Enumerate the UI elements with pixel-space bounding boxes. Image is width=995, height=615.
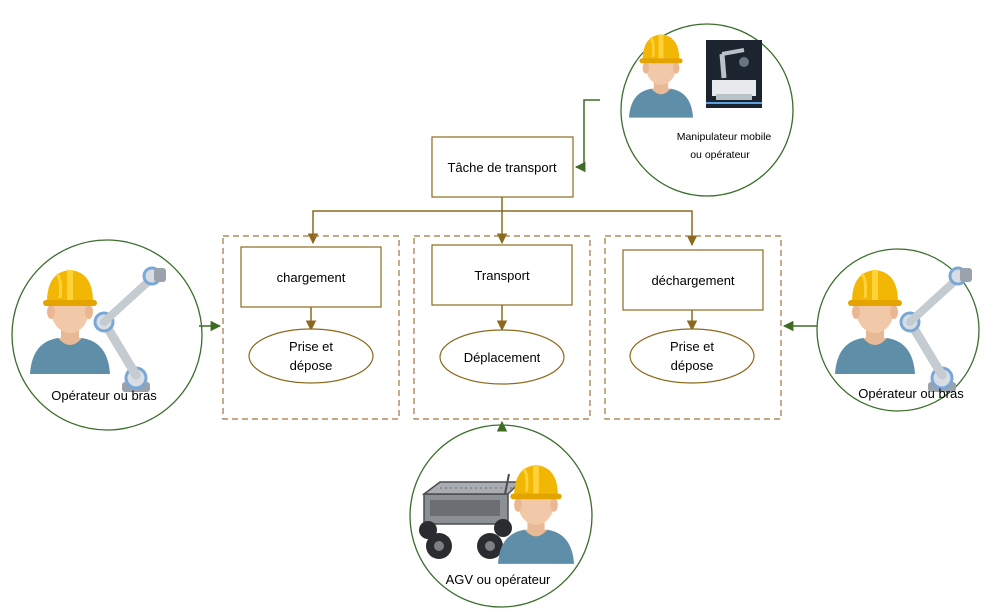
actor-right: Opérateur ou bras (816, 248, 980, 412)
connector-task-dechargement (502, 210, 698, 247)
phase-title-chargement: chargement (277, 270, 346, 285)
phase-box-chargement (240, 246, 382, 308)
task-label: Tâche de transport (447, 160, 557, 175)
actor-top-line2: ou opérateur (690, 149, 750, 161)
connector-top-actor (574, 99, 600, 173)
actor-bottom-label: AGV ou opérateur (446, 572, 551, 587)
actor-left: Opérateur ou bras (11, 239, 203, 431)
task-box (431, 136, 574, 198)
actor-right-label: Opérateur ou bras (858, 386, 964, 401)
action-line2-chargement: dépose (290, 358, 333, 373)
connector-task-chargement (307, 197, 503, 245)
action-ellipse-dechargement (629, 328, 755, 384)
phase-box-transport (431, 244, 573, 306)
action-line2-dechargement: dépose (671, 358, 714, 373)
phase-title-transport: Transport (474, 268, 530, 283)
agv-icon (419, 473, 522, 559)
actor-top: Manipulateur mobile ou opérateur (620, 23, 794, 197)
actor-left-label: Opérateur ou bras (51, 388, 157, 403)
mobile-manipulator-icon (706, 40, 762, 108)
actor-bottom: AGV ou opérateur (409, 424, 593, 608)
phase-title-dechargement: déchargement (651, 273, 734, 288)
action-line1-transport: Déplacement (464, 350, 541, 365)
actor-top-line1: Manipulateur mobile (677, 131, 772, 143)
action-line1-dechargement: Prise et (670, 339, 714, 354)
action-ellipse-chargement (248, 328, 374, 384)
phase-box-dechargement (622, 249, 764, 311)
action-line1-chargement: Prise et (289, 339, 333, 354)
action-ellipse-transport (439, 329, 565, 385)
